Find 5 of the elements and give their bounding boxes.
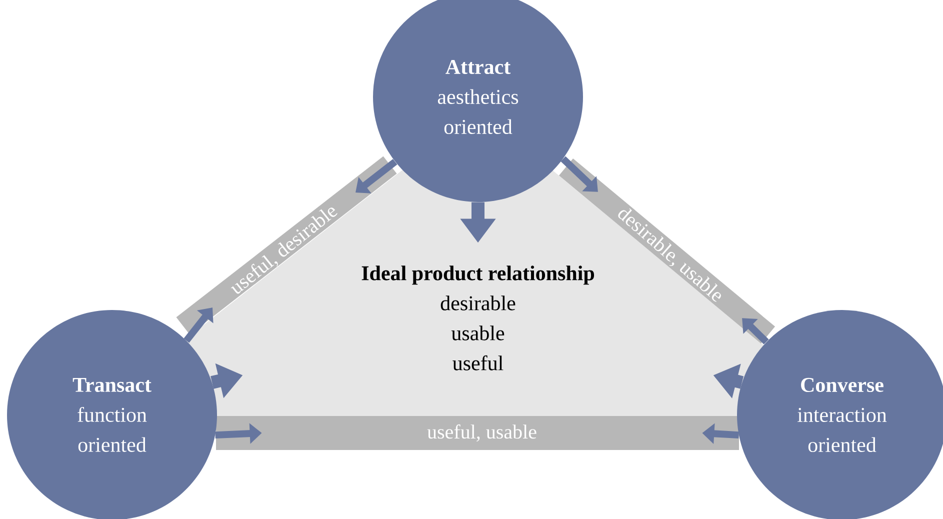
arrow (356, 159, 398, 194)
arrow (184, 308, 214, 343)
arrow (560, 156, 598, 192)
arrow (742, 318, 769, 344)
band: useful, usable (216, 416, 739, 450)
